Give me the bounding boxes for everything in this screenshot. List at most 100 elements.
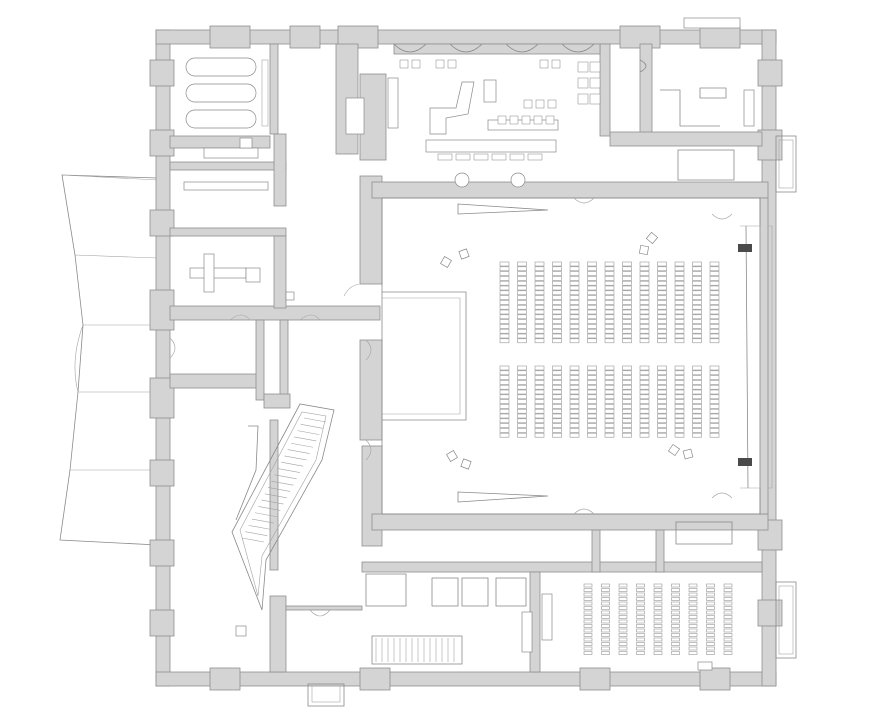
seat <box>534 271 545 276</box>
seat <box>618 633 628 637</box>
seat <box>569 290 580 296</box>
seat <box>709 380 720 385</box>
stair-treads <box>241 417 327 543</box>
seat <box>601 624 610 628</box>
seat <box>706 583 715 588</box>
seat <box>674 365 685 371</box>
seat <box>657 408 667 414</box>
stair-tread <box>287 449 310 454</box>
seat <box>569 384 580 390</box>
seat <box>534 261 545 267</box>
seat <box>534 314 545 320</box>
seat <box>618 646 628 651</box>
seat <box>601 619 610 624</box>
seat <box>587 432 597 438</box>
seat <box>517 375 527 380</box>
seat <box>657 418 667 424</box>
seat <box>723 597 733 601</box>
seat <box>517 276 527 281</box>
seat <box>601 637 610 642</box>
seat <box>569 428 580 433</box>
seat <box>583 651 593 655</box>
seat <box>688 637 698 642</box>
seat <box>604 338 615 344</box>
seat <box>723 651 733 655</box>
seat <box>517 295 527 300</box>
seat <box>688 583 698 588</box>
seat <box>552 399 562 404</box>
seat <box>653 637 663 642</box>
seat <box>499 290 510 296</box>
seat <box>653 601 663 606</box>
stair-tread <box>303 417 327 423</box>
seat <box>674 399 685 404</box>
seat <box>569 380 580 385</box>
seat <box>552 300 562 305</box>
seat <box>604 428 615 433</box>
seat <box>657 394 667 400</box>
seat <box>653 588 663 592</box>
seat <box>639 333 650 339</box>
seat <box>587 261 597 267</box>
seat <box>657 375 667 380</box>
seat <box>604 375 615 380</box>
seat <box>657 271 667 276</box>
seat <box>587 314 597 320</box>
seat <box>499 261 510 267</box>
seat <box>709 304 720 310</box>
seat <box>709 365 720 371</box>
seat <box>618 637 628 642</box>
seat <box>499 384 510 390</box>
seat <box>499 423 510 428</box>
seat <box>517 280 527 286</box>
seat <box>657 319 667 324</box>
stair-tread <box>284 455 307 461</box>
seat <box>639 423 650 428</box>
seat <box>636 592 645 597</box>
seat <box>534 309 545 315</box>
seat <box>709 408 720 414</box>
seat <box>552 338 562 344</box>
seat <box>709 319 720 324</box>
seat <box>622 394 632 400</box>
seat <box>709 314 720 320</box>
seat <box>671 642 680 646</box>
seat <box>622 295 632 300</box>
seat <box>674 295 685 300</box>
seat <box>706 588 715 592</box>
seat <box>601 651 610 655</box>
seat <box>552 285 562 291</box>
seat <box>657 314 667 320</box>
seat <box>499 370 510 376</box>
stair-tread <box>254 512 278 518</box>
seat <box>552 276 562 281</box>
seat <box>517 328 527 334</box>
seat <box>688 624 698 628</box>
seat <box>622 338 632 344</box>
seat <box>604 394 615 400</box>
seat <box>517 333 527 339</box>
seat <box>657 309 667 315</box>
seat <box>569 319 580 324</box>
seat <box>688 597 698 601</box>
seat <box>534 333 545 339</box>
seat <box>636 624 645 628</box>
seat <box>723 615 733 619</box>
seat <box>709 389 720 395</box>
seat <box>692 384 702 390</box>
seat <box>657 389 667 395</box>
seat <box>671 651 680 655</box>
stair-tread <box>264 493 287 499</box>
seat <box>636 651 645 655</box>
seat <box>636 606 645 610</box>
seat <box>499 408 510 414</box>
seat <box>569 365 580 371</box>
seat <box>636 642 645 646</box>
seat <box>709 394 720 400</box>
seat <box>583 610 593 615</box>
seat <box>723 592 733 597</box>
seat <box>499 309 510 315</box>
seat <box>688 633 698 637</box>
seat <box>639 432 650 438</box>
seat <box>517 314 527 320</box>
